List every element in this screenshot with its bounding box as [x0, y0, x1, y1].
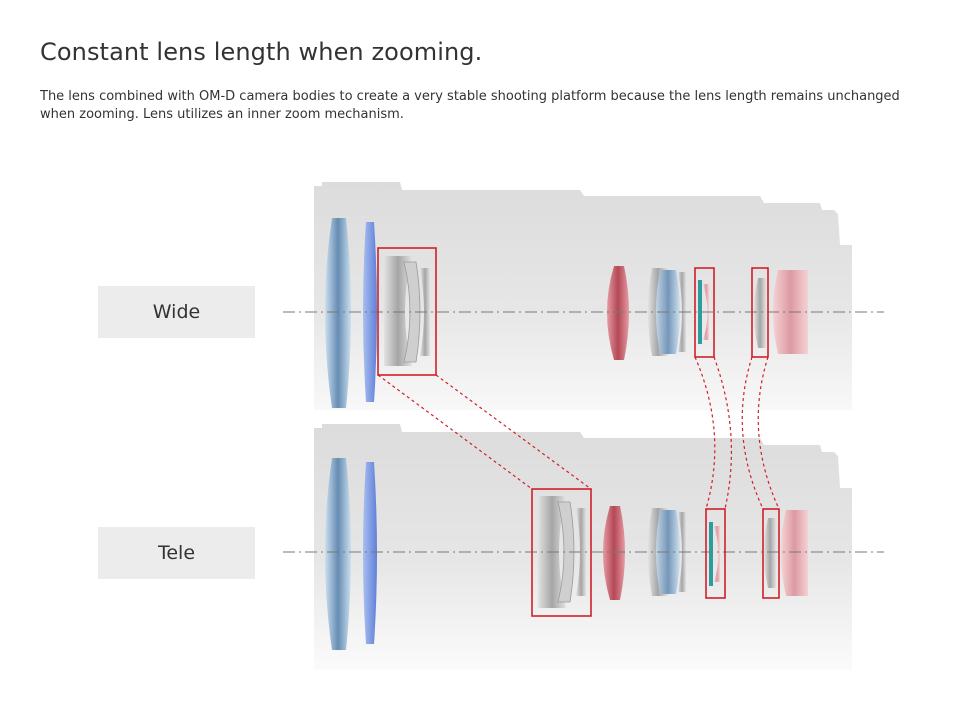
- wide-group-2-box: [694, 267, 715, 358]
- tele-group-2-box: [705, 508, 726, 599]
- wide-zoom-group-1: [384, 256, 430, 366]
- page-title: Constant lens length when zooming.: [40, 38, 483, 66]
- wide-focus-group: [698, 280, 709, 344]
- tele-group-1-box: [531, 488, 592, 617]
- wide-lens-barrel: [314, 182, 852, 410]
- wide-group-3-box: [751, 267, 769, 358]
- wide-group-1-box: [377, 247, 437, 376]
- tele-focus-group: [709, 522, 720, 586]
- moving-group-highlights: [377, 247, 780, 617]
- wide-red-element: [607, 266, 629, 360]
- page-description: The lens combined with OM-D camera bodie…: [40, 89, 900, 122]
- wide-front-element: [325, 218, 377, 408]
- tele-front-element: [325, 458, 377, 650]
- tele-mode-label: Tele: [98, 527, 255, 579]
- tele-red-element: [603, 506, 625, 600]
- movement-connectors: [377, 356, 780, 510]
- wide-mode-label: Wide: [98, 286, 255, 338]
- tele-group-3-box: [762, 508, 780, 599]
- tele-rear-group: [764, 510, 808, 596]
